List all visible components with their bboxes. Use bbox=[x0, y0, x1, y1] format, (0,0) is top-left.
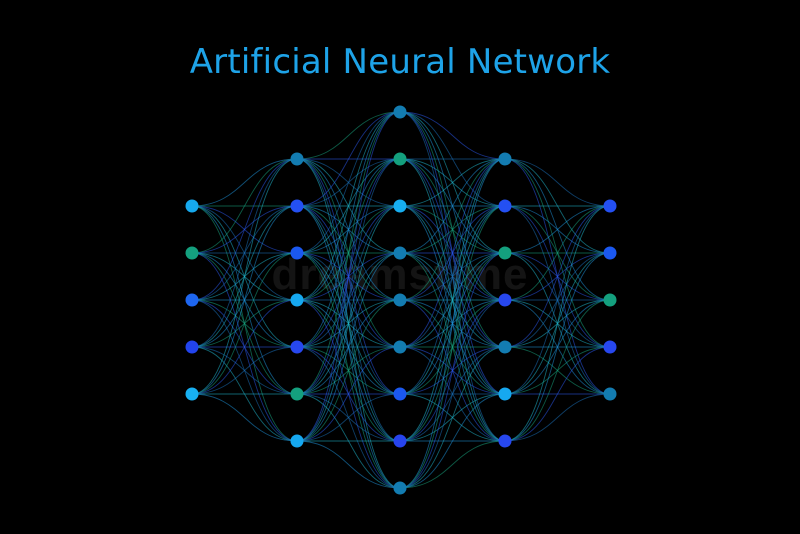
connections bbox=[191, 111, 611, 489]
connection-line bbox=[296, 158, 401, 442]
connection-line bbox=[191, 393, 298, 442]
connection-line bbox=[399, 158, 506, 207]
connection-line bbox=[296, 299, 401, 442]
neuron-node bbox=[393, 293, 407, 307]
connection-line bbox=[399, 158, 506, 301]
connection-line bbox=[504, 252, 611, 442]
neuron-node bbox=[393, 152, 407, 166]
connection-line bbox=[191, 158, 298, 254]
connection-line bbox=[191, 299, 298, 395]
connection-line bbox=[399, 111, 506, 160]
neuron-node bbox=[498, 246, 512, 260]
connection-line bbox=[399, 440, 506, 489]
connection-line bbox=[191, 252, 298, 395]
connection-line bbox=[296, 111, 401, 207]
neuron-node bbox=[498, 199, 512, 213]
connection-line bbox=[504, 205, 611, 348]
neuron-node bbox=[603, 340, 617, 354]
connection-line bbox=[296, 111, 401, 160]
connection-line bbox=[504, 205, 611, 395]
connection-line bbox=[399, 393, 506, 489]
neuron-node bbox=[603, 293, 617, 307]
connection-line bbox=[191, 158, 298, 348]
neuron-node bbox=[498, 340, 512, 354]
neuron-node bbox=[393, 340, 407, 354]
neuron-node bbox=[603, 199, 617, 213]
connection-line bbox=[296, 252, 401, 442]
neuron-node bbox=[393, 387, 407, 401]
connection-line bbox=[296, 205, 401, 442]
neuron-node bbox=[393, 199, 407, 213]
neuron-node bbox=[498, 387, 512, 401]
neuron-node bbox=[290, 199, 304, 213]
connection-line bbox=[296, 393, 401, 442]
neuron-node bbox=[290, 434, 304, 448]
connection-line bbox=[191, 158, 298, 301]
neuron-node bbox=[185, 199, 199, 213]
connection-line bbox=[399, 158, 506, 442]
neuron-node bbox=[185, 387, 199, 401]
neuron-node bbox=[185, 340, 199, 354]
connection-line bbox=[399, 158, 506, 395]
connection-line bbox=[296, 111, 401, 395]
neuron-node bbox=[185, 246, 199, 260]
neuron-node bbox=[290, 152, 304, 166]
neuron-node bbox=[290, 387, 304, 401]
connection-line bbox=[504, 205, 611, 301]
connection-line bbox=[399, 252, 506, 489]
connection-line bbox=[504, 205, 611, 254]
connection-line bbox=[296, 111, 401, 348]
diagram-title: Artificial Neural Network bbox=[189, 42, 611, 82]
connection-line bbox=[296, 111, 401, 254]
connection-line bbox=[191, 346, 298, 395]
connection-line bbox=[191, 158, 298, 207]
connection-line bbox=[191, 158, 298, 395]
connection-line bbox=[296, 346, 401, 442]
connection-line bbox=[191, 205, 298, 395]
neuron-node bbox=[290, 246, 304, 260]
neuron-node bbox=[603, 246, 617, 260]
neurons bbox=[185, 105, 617, 495]
connection-line bbox=[504, 299, 611, 442]
connection-line bbox=[399, 205, 506, 489]
connection-line bbox=[296, 111, 401, 301]
neuron-node bbox=[498, 293, 512, 307]
neuron-node bbox=[498, 434, 512, 448]
neuron-node bbox=[393, 246, 407, 260]
connection-line bbox=[296, 111, 401, 442]
neuron-node bbox=[393, 481, 407, 495]
neuron-node bbox=[290, 340, 304, 354]
connection-line bbox=[399, 299, 506, 489]
connection-line bbox=[399, 158, 506, 489]
connection-line bbox=[399, 158, 506, 254]
connection-line bbox=[399, 158, 506, 348]
connection-line bbox=[504, 393, 611, 442]
neuron-node bbox=[393, 105, 407, 119]
connection-line bbox=[296, 440, 401, 489]
neuron-node bbox=[290, 293, 304, 307]
connection-line bbox=[504, 158, 611, 207]
neuron-node bbox=[393, 434, 407, 448]
connection-line bbox=[399, 346, 506, 489]
neuron-node bbox=[185, 293, 199, 307]
connection-line bbox=[504, 346, 611, 442]
connection-line bbox=[504, 205, 611, 442]
neuron-node bbox=[498, 152, 512, 166]
neuron-node bbox=[603, 387, 617, 401]
